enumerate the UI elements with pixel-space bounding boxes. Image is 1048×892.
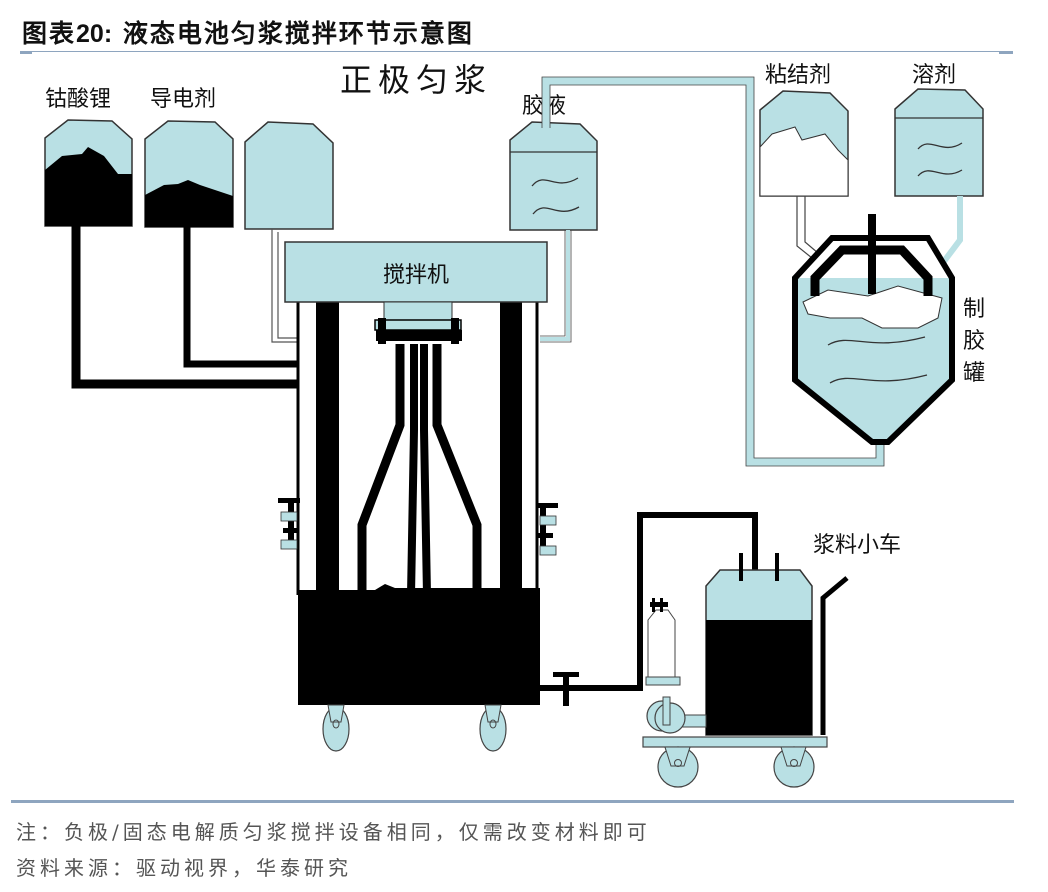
label-slurry-cart: 浆料小车: [813, 533, 901, 558]
mixer-clamp-right: [537, 503, 558, 556]
header-rule: [20, 51, 1013, 52]
mixer-label: 搅拌机: [383, 263, 449, 288]
figure-number: 20:: [76, 20, 113, 48]
cart-wheel-left: [657, 746, 699, 788]
label-glue-tank-2: 胶: [963, 329, 985, 354]
hopper-binder: [759, 90, 849, 197]
label-glue-tank-3: 罐: [963, 361, 985, 386]
hopper-cathode-material: [44, 119, 133, 227]
feed-pipes: [71, 226, 298, 389]
mixer: 搅拌机: [278, 241, 558, 752]
footnote: 注：负极/固态电解质匀浆搅拌设备相同，仅需改变材料即可: [16, 820, 651, 844]
label-cathode-material: 钴酸锂: [45, 87, 111, 112]
label-solvent: 溶剂: [912, 63, 956, 88]
figure-title: 图表20: 液态电池匀浆搅拌环节示意图: [22, 14, 474, 50]
cart-wheel-right: [773, 746, 815, 788]
figure-label: 图表: [22, 19, 77, 48]
transfer-pipe: [540, 512, 758, 706]
label-conductive-agent: 导电剂: [150, 87, 216, 112]
glue-return-pipe: [541, 76, 885, 467]
hopper-empty: [244, 121, 334, 230]
header-rule-accent-right: [999, 51, 1013, 54]
source-note: 资料来源：驱动视界，华泰研究: [16, 856, 352, 880]
hopper-conductive-agent: [144, 120, 234, 228]
label-glue-tank-1: 制: [963, 297, 985, 322]
figure-caption: 液态电池匀浆搅拌环节示意图: [122, 19, 474, 48]
footer-rule: [11, 800, 1014, 803]
glue-tank: [792, 214, 955, 445]
label-binder: 粘结剂: [765, 63, 831, 88]
slurry-cart: [642, 553, 849, 788]
hopper-solvent: [894, 88, 984, 197]
mixer-clamp-left: [278, 498, 300, 550]
mixer-caster-left: [322, 704, 350, 752]
mixer-caster-right: [479, 704, 507, 752]
slurry-mixing-diagram: 正极匀浆 钴酸锂 导电剂 胶液 粘结剂 溶剂 制 胶 罐 浆料小车 搅拌机: [44, 61, 985, 788]
header-rule-accent-left: [20, 51, 32, 54]
diagram-heading: 正极匀浆: [340, 61, 492, 99]
tank-glue-liquid: [509, 121, 598, 231]
